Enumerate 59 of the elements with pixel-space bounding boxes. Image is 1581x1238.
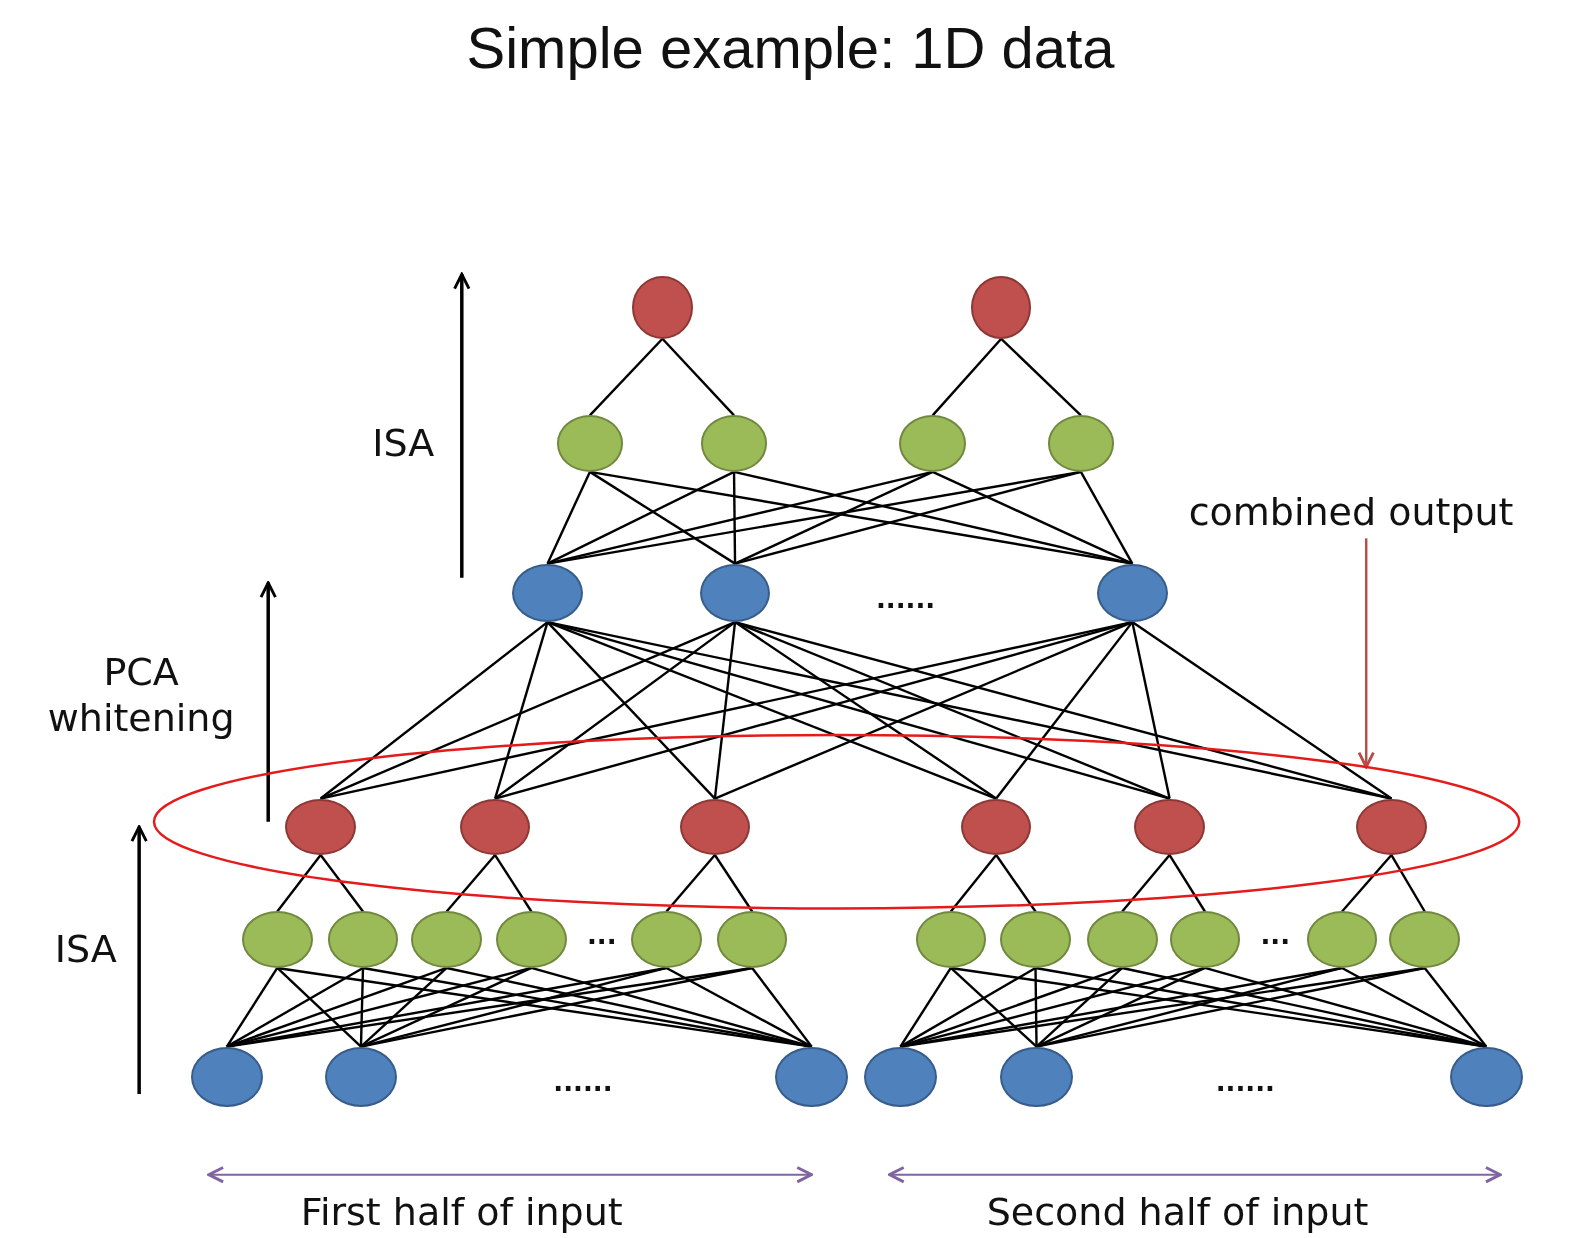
connection-line	[1121, 854, 1171, 913]
connection-line	[1341, 854, 1393, 913]
connection-line	[1079, 471, 1134, 565]
ellipsis: ...	[1260, 920, 1291, 952]
connection-line	[1035, 967, 1124, 1048]
connection-line	[1000, 337, 1082, 417]
connection-line	[1034, 967, 1038, 1047]
callout-text: combined output	[1159, 490, 1543, 535]
connection-line	[751, 967, 813, 1048]
connection-line	[665, 854, 716, 913]
connection-line	[932, 470, 1133, 565]
connection-line	[225, 967, 279, 1048]
connection-line	[319, 854, 364, 913]
connection-line	[319, 621, 549, 800]
ellipsis: ......	[875, 584, 936, 616]
connection-line	[493, 621, 549, 799]
ellipsis: ......	[1215, 1067, 1275, 1099]
axis-label: ISA	[372, 420, 435, 467]
connection-line	[1131, 621, 1171, 799]
connection-line	[546, 471, 591, 565]
ellipsis: ......	[553, 1067, 613, 1099]
connection-line	[665, 966, 813, 1048]
connection-line	[1341, 966, 1487, 1048]
axis-label: ISA	[54, 926, 117, 973]
connection-line	[445, 854, 496, 913]
connection-line	[949, 854, 998, 913]
axis-label: PCA whitening	[46, 650, 236, 742]
connection-line	[661, 337, 735, 417]
connection-line	[1390, 854, 1426, 913]
ellipsis: ...	[586, 920, 617, 952]
span-label: Second half of input	[986, 1189, 1369, 1236]
connection-line	[713, 622, 737, 799]
connection-line	[546, 621, 716, 800]
connection-line	[734, 470, 934, 565]
connection-line	[931, 338, 1003, 417]
connection-line	[494, 621, 736, 800]
connection-line	[276, 967, 362, 1048]
connection-line	[713, 854, 754, 913]
connection-line	[494, 854, 533, 913]
connection-line	[899, 966, 1037, 1048]
connection-line	[1131, 621, 1393, 800]
connection-line	[950, 967, 1038, 1048]
connection-line	[546, 470, 735, 565]
connection-line	[732, 471, 737, 564]
connection-line	[1168, 854, 1206, 913]
connection-line	[589, 470, 736, 565]
connection-line	[734, 621, 997, 800]
title: Simple example: 1D data	[466, 14, 1115, 82]
connection-line	[899, 967, 952, 1048]
connection-line	[1423, 967, 1488, 1048]
connection-line	[588, 337, 664, 417]
arrow	[1357, 538, 1375, 769]
connection-line	[995, 854, 1037, 913]
span-label: First half of input	[300, 1189, 623, 1236]
connection-line	[359, 967, 365, 1047]
connection-line	[226, 966, 364, 1048]
connection-line	[995, 621, 1134, 800]
connection-line	[276, 854, 322, 913]
connection-line	[360, 967, 448, 1048]
